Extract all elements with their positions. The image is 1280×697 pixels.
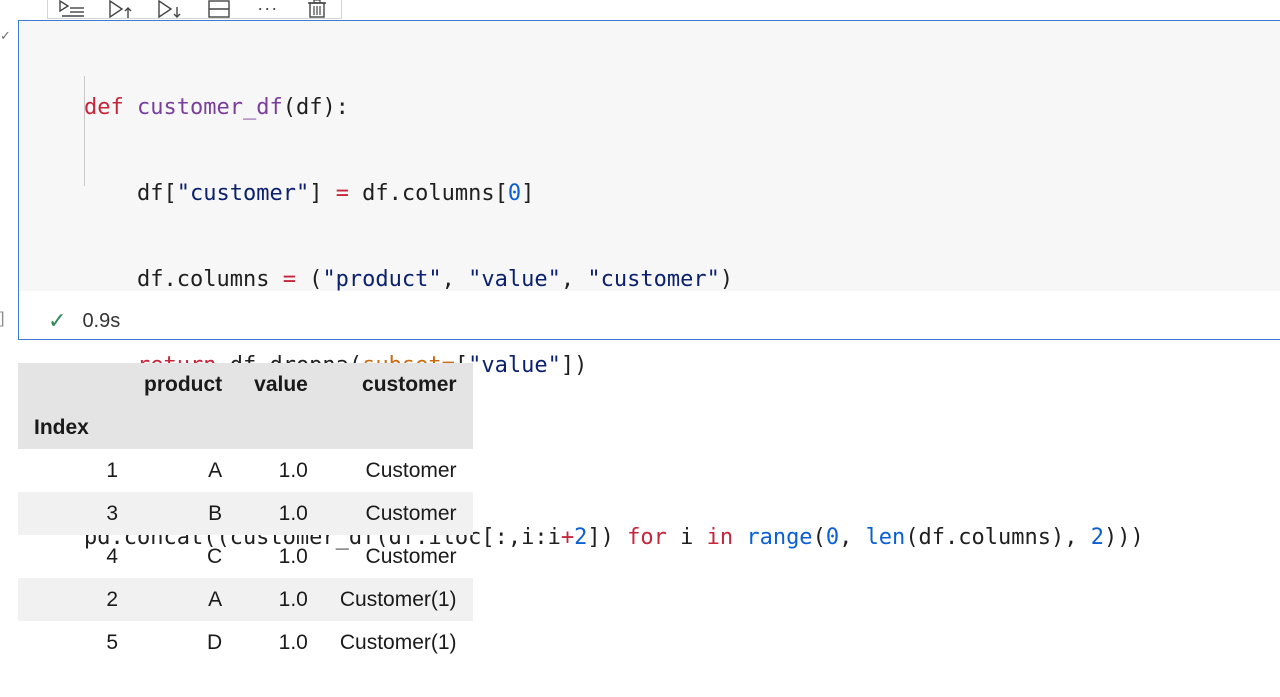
code-token: df.columns[ — [348, 181, 508, 206]
empty-header — [238, 406, 324, 449]
column-header-value: value — [254, 372, 308, 396]
table-row: 2 A 1.0 Customer(1) — [18, 578, 473, 621]
function-name: customer_df — [137, 95, 283, 120]
code-token: ) — [719, 267, 734, 292]
gutter-check-icon: ✓ — [0, 28, 11, 43]
number-literal: 0 — [825, 525, 840, 550]
string-literal: "customer" — [587, 267, 720, 292]
cell-product: D — [206, 630, 223, 654]
builtin-name: len — [865, 525, 906, 550]
code-token: ] — [309, 181, 336, 206]
code-token: , — [441, 267, 469, 292]
cell-customer: Customer(1) — [339, 630, 457, 654]
code-token: ))) — [1104, 525, 1144, 550]
cell-toolbar: ··· — [47, 0, 342, 19]
code-text[interactable]: def customer_df(df): df["customer"] = df… — [84, 40, 1144, 581]
table-row: 5 D 1.0 Customer(1) — [18, 621, 473, 664]
code-line-3: df.columns = ("product", "value", "custo… — [84, 262, 1144, 298]
parameter-name: subset= — [362, 353, 455, 378]
operator: = — [335, 181, 349, 206]
more-actions-icon[interactable]: ··· — [243, 0, 292, 18]
cell-value: 1.0 — [278, 587, 308, 611]
execution-count-bracket: ] — [0, 310, 5, 327]
keyword: def — [84, 95, 124, 120]
split-cell-icon[interactable] — [194, 0, 243, 18]
execute-below-icon[interactable] — [146, 0, 195, 18]
more-actions-glyph: ··· — [257, 0, 279, 18]
code-token — [733, 525, 746, 550]
column-header-product: product — [144, 372, 223, 396]
string-literal: "customer" — [176, 181, 310, 206]
index-name-row: Index — [18, 406, 473, 449]
corner-header — [18, 363, 128, 406]
code-token: df[ — [136, 181, 177, 206]
cell-customer: Customer — [365, 458, 457, 482]
string-literal: "product" — [322, 267, 442, 292]
keyword: for — [627, 525, 667, 550]
delete-cell-icon[interactable] — [292, 0, 341, 18]
indent-guide — [84, 76, 85, 186]
code-token: ]) — [587, 525, 628, 550]
cell-product: B — [208, 501, 223, 525]
code-token: (df.columns), — [905, 525, 1091, 550]
code-line-1: def customer_df(df): — [84, 90, 1144, 126]
cell-product: A — [208, 587, 223, 611]
run-by-line-icon[interactable] — [48, 0, 97, 18]
code-token: ]) — [560, 353, 588, 378]
table-row: 4 C 1.0 Customer — [18, 535, 473, 578]
cell-customer: Customer — [365, 544, 457, 568]
code-line-2: df["customer"] = df.columns[0] — [84, 176, 1144, 212]
row-index: 5 — [106, 630, 118, 654]
empty-header — [128, 406, 238, 449]
row-index: 4 — [106, 544, 118, 568]
output-dataframe-table: product value customer Index 1 A 1.0 Cus… — [18, 363, 473, 664]
row-index: 2 — [106, 587, 118, 611]
code-editor[interactable] — [20, 21, 1280, 291]
operator: + — [560, 525, 575, 550]
execution-status: ✓ 0.9s — [48, 308, 120, 334]
table-header-row: product value customer — [18, 363, 473, 406]
number-literal: 2 — [574, 525, 588, 550]
code-token: , — [839, 525, 866, 550]
code-line-4: return df.dropna(subset=["value"]) — [84, 348, 1144, 384]
builtin-name: range — [746, 525, 813, 550]
cell-customer: Customer(1) — [339, 587, 457, 611]
number-literal: 2 — [1090, 525, 1104, 550]
index-name-header: Index — [34, 415, 89, 439]
code-token: (df): — [282, 95, 349, 120]
cell-product: A — [208, 458, 223, 482]
code-line-6: pd.concat((customer_df(df.iloc[:,i:i+2])… — [84, 520, 1144, 556]
cell-value: 1.0 — [278, 458, 308, 482]
code-token: df.columns — [136, 267, 283, 292]
execution-duration: 0.9s — [82, 309, 121, 332]
code-token: , — [560, 267, 588, 292]
code-token: i — [666, 525, 707, 550]
code-token: ] — [521, 181, 535, 206]
keyword: return — [136, 353, 217, 378]
cell-customer: Customer — [365, 501, 457, 525]
cell-value: 1.0 — [278, 630, 308, 654]
operator: = — [282, 267, 296, 292]
column-header-customer: customer — [362, 372, 457, 396]
number-literal: 0 — [507, 181, 522, 206]
code-token: df.dropna( — [216, 353, 363, 378]
empty-header — [324, 406, 473, 449]
code-token: pd.concat((customer_df(df.iloc[:,i:i — [84, 525, 561, 550]
string-literal: "value" — [468, 267, 561, 292]
code-token: ( — [812, 525, 826, 550]
table-row: 3 B 1.0 Customer — [18, 492, 473, 535]
success-check-icon: ✓ — [48, 308, 67, 333]
execute-above-icon[interactable] — [97, 0, 146, 18]
row-index: 3 — [106, 501, 118, 525]
row-index: 1 — [106, 458, 118, 482]
code-token: [ — [454, 353, 469, 378]
code-token: ( — [295, 267, 323, 292]
cell-value: 1.0 — [278, 501, 308, 525]
cell-value: 1.0 — [278, 544, 308, 568]
cell-product: C — [206, 544, 223, 568]
string-literal: "value" — [468, 353, 561, 378]
table-row: 1 A 1.0 Customer — [18, 449, 473, 492]
keyword: in — [706, 525, 734, 550]
